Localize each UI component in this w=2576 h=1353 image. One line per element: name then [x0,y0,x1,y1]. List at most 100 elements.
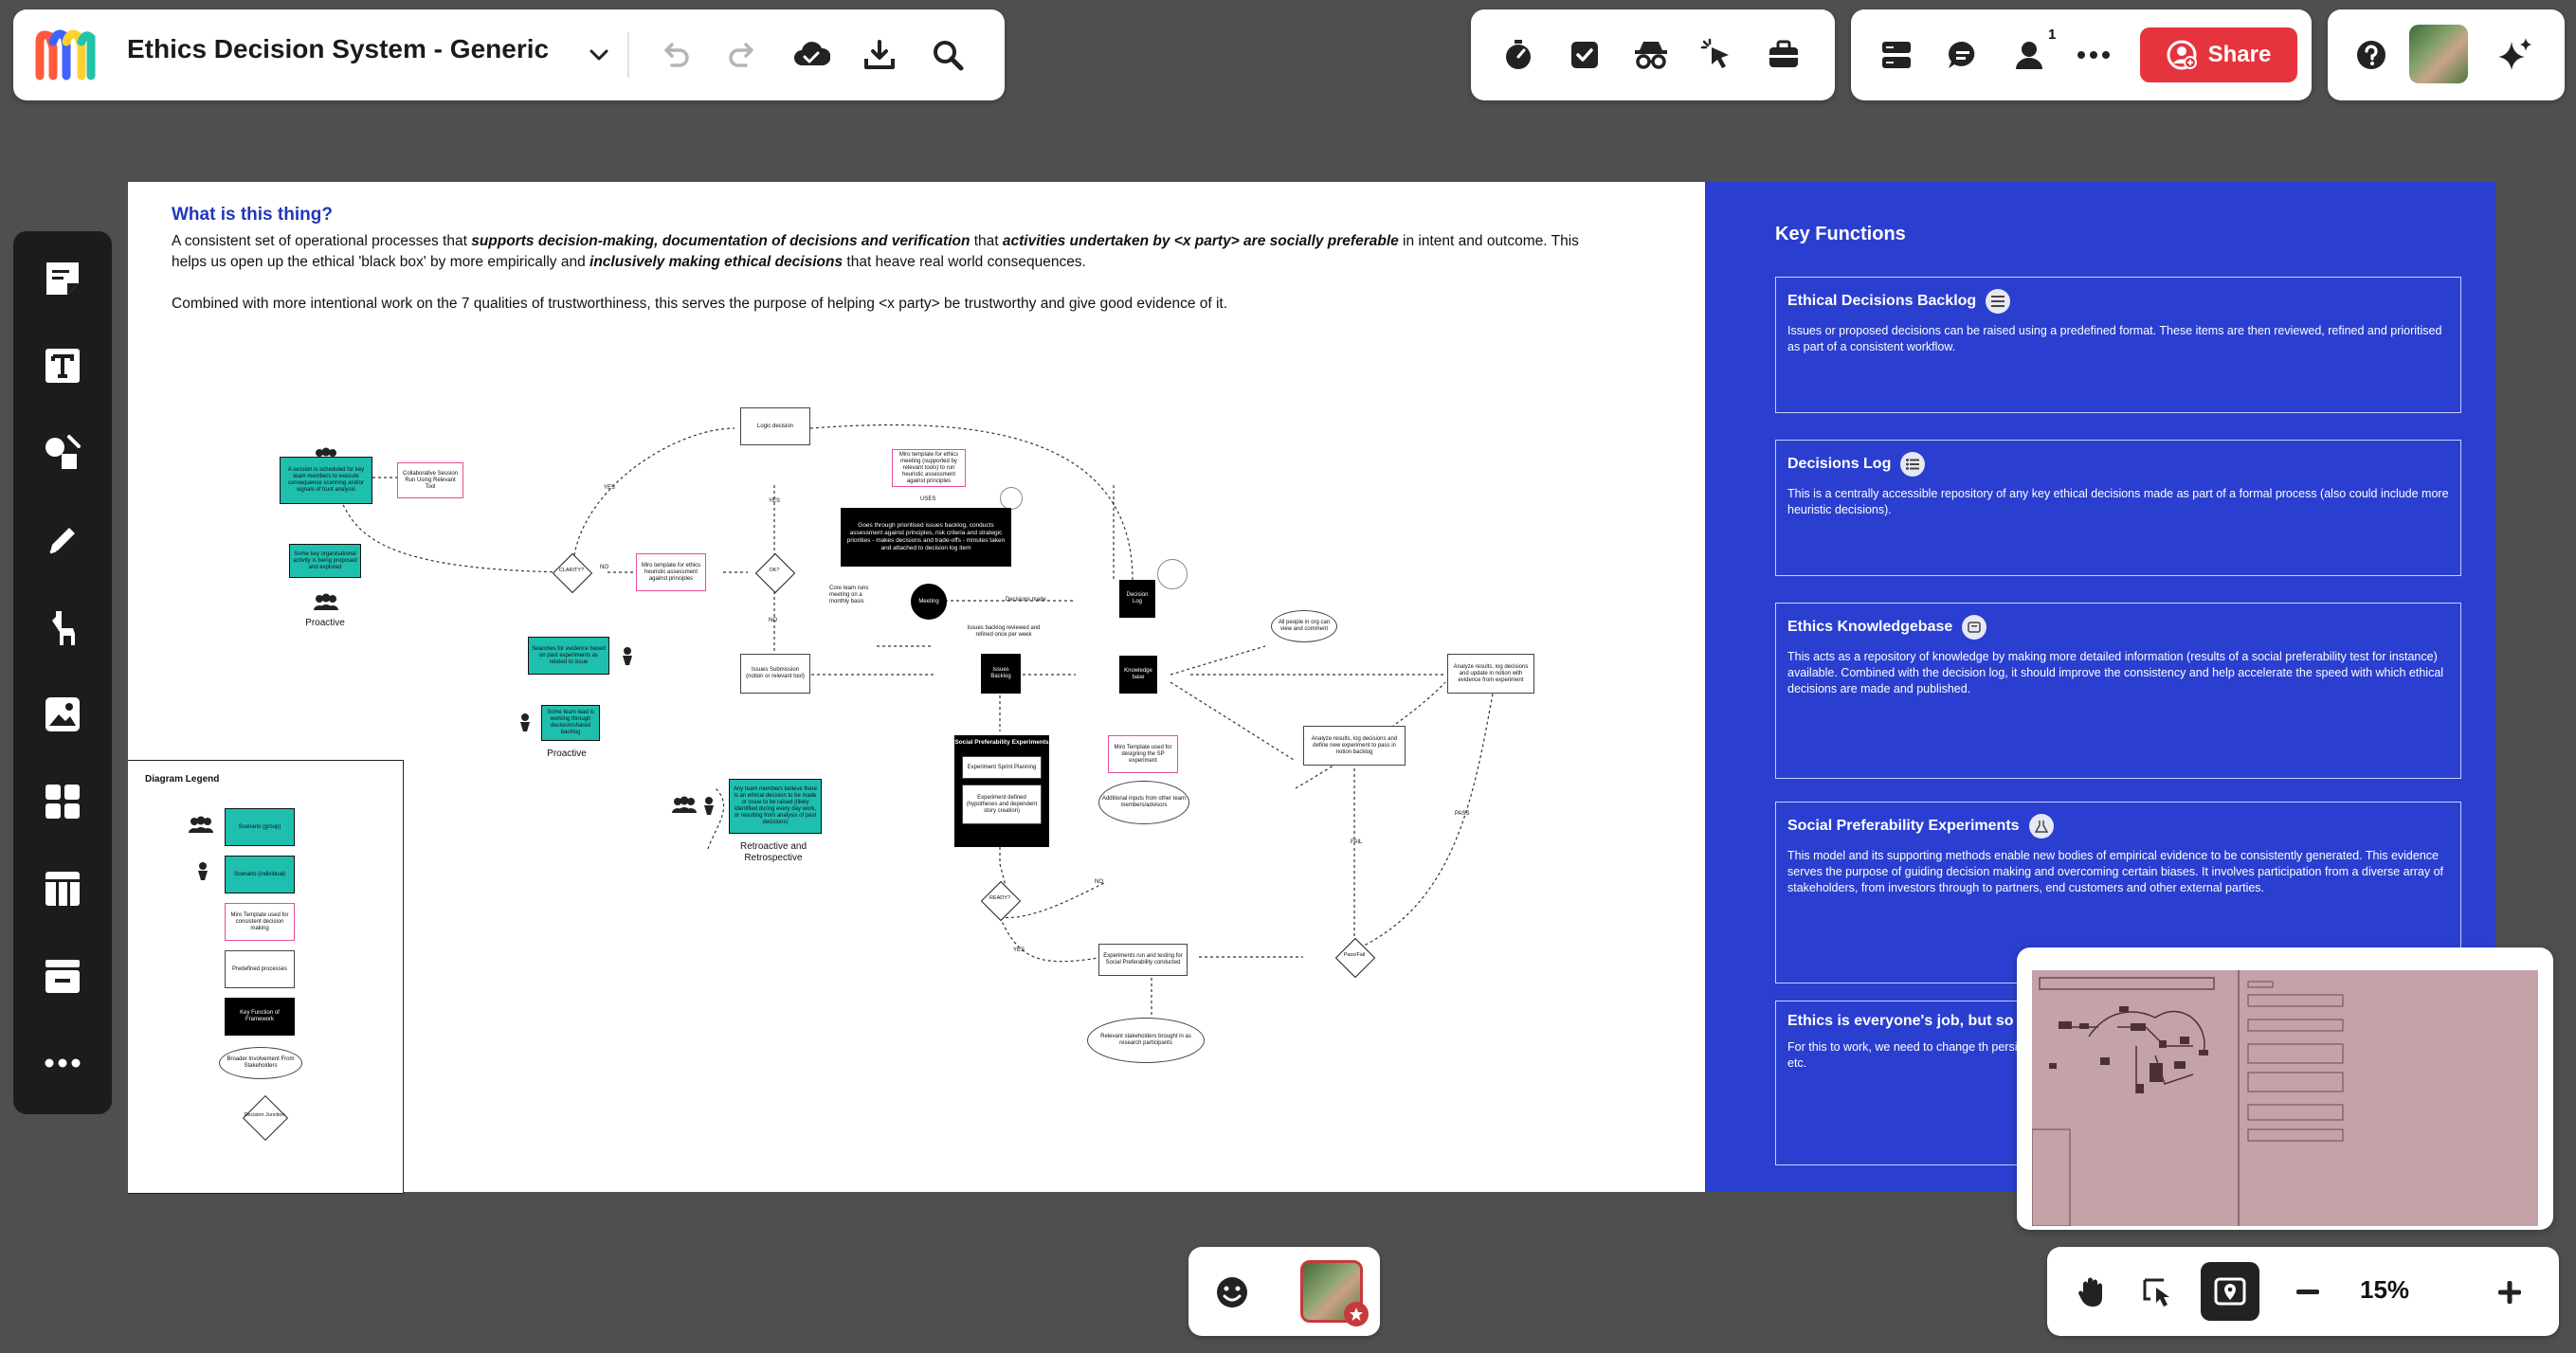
board-header: Ethics Decision System - Generic [13,9,1005,100]
node-proposed-activity[interactable]: Some key organisational activity is bein… [289,544,361,578]
legend-scenario-individual: Scenario (individual) [225,856,295,893]
label-pass: PASS [1455,811,1470,817]
share-panel: 1 Share [1851,9,2312,100]
timer-icon[interactable] [1494,30,1543,80]
node-all-people[interactable]: All people in org can view and comment [1271,610,1337,642]
label-retroactive: Retroactive and Retrospective [739,841,807,863]
node-search-evidence[interactable]: Searches for evidence based on past expe… [528,637,609,675]
label-yes: YES [604,485,616,491]
user-avatar[interactable] [2409,25,2468,83]
legend-broader-involvement: Broader Involvement From Stakeholders [219,1047,302,1079]
cursor-click-icon[interactable] [1693,30,1742,80]
node-experiments-run[interactable]: Experiments run and testing for Social P… [1098,944,1188,976]
zoom-level[interactable]: 15% [2360,1275,2410,1304]
voting-checkbox-icon[interactable] [1560,30,1609,80]
reactions-panel [1188,1247,1380,1336]
share-user-plus-icon [2167,40,2197,70]
redo-icon[interactable] [718,30,768,80]
board-frame[interactable]: What is this thing? A consistent set of … [128,182,1705,1194]
decision-ready[interactable]: READY? [980,880,1022,922]
touch-select-icon[interactable] [2134,1268,2184,1317]
minimap-viewport[interactable] [2031,970,2538,1227]
people-icon-decisionlog [1157,559,1188,589]
decision-ok[interactable]: OK? [754,552,796,594]
node-spe-group[interactable]: Social Preferability Experiments Experim… [954,735,1049,847]
node-meeting[interactable]: Meeting [911,584,947,620]
table-tool-icon[interactable] [38,864,87,913]
map-icon [2214,1277,2246,1306]
kf-ethics-knowledgebase[interactable]: Ethics Knowledgebase This acts as a repo… [1775,603,2461,779]
node-exp-defined[interactable]: Experiment defined (hypotheses and depen… [962,785,1042,824]
node-team-members-believe[interactable]: Any team members believe there is an eth… [729,779,822,834]
board-title[interactable]: Ethics Decision System - Generic [127,34,550,63]
search-icon[interactable] [923,30,972,80]
node-issues-backlog[interactable]: Issues Backlog [981,654,1021,694]
label-uses: USES [920,496,936,502]
legend-miro-template: Miro Template used for consistent decisi… [225,903,295,941]
cloud-saved-icon[interactable] [787,30,836,80]
upload-image-icon[interactable] [38,690,87,739]
kf-ethical-decisions-backlog[interactable]: Ethical Decisions Backlog Issues or prop… [1775,277,2461,413]
legend-title: Diagram Legend [145,774,220,785]
node-miro-heuristic[interactable]: Miro template for ethics heuristic asses… [636,553,706,591]
group-people-icon-3 [670,796,698,820]
node-team-lead-backlog[interactable]: Some team lead is working through decisi… [541,705,600,741]
comments-chat-icon[interactable] [1938,30,1987,80]
label-no: NO [600,565,608,570]
person-icon-3 [702,796,716,821]
templates-card-icon[interactable] [38,951,87,1001]
collaborator-count-badge: 1 [2048,27,2057,43]
node-exp-sprint[interactable]: Experiment Sprint Planning [962,756,1042,779]
help-question-icon[interactable] [2347,30,2396,80]
share-button[interactable]: Share [2140,27,2297,82]
node-session-scheduled[interactable]: A session is scheduled for key team memb… [280,457,372,504]
kf-decisions-log[interactable]: Decisions Log This is a centrally access… [1775,440,2461,576]
node-relevant-stakeholders[interactable]: Relevant stakeholders brought in as rese… [1087,1018,1205,1063]
node-logic-decision[interactable]: Logic decision [740,407,810,445]
node-prioritised-backlog[interactable]: Goes through prioritised issues backlog,… [841,508,1011,567]
node-miro-sp[interactable]: Miro Template used for designing the SP … [1108,735,1178,773]
frame-grid-icon[interactable] [38,777,87,826]
undo-icon[interactable] [650,30,699,80]
collaborators-user-icon[interactable] [2005,30,2054,80]
llama-icon[interactable] [38,603,87,652]
backlog-icon [1986,289,2011,314]
map-view-button[interactable] [2201,1262,2259,1321]
zoom-out-icon[interactable] [2284,1268,2333,1317]
sticky-note-icon[interactable] [38,254,87,303]
label-no-3: NO [1095,879,1103,885]
node-knowledge-base[interactable]: Knowledge base [1119,656,1157,694]
private-mode-spy-icon[interactable] [1626,30,1676,80]
toolkit-briefcase-icon[interactable] [1759,30,1808,80]
export-download-icon[interactable] [855,30,904,80]
legend-person-icon [196,861,209,887]
node-miro-ethics-meeting[interactable]: Miro template for ethics meeting (suppor… [892,449,966,487]
more-options-icon[interactable] [2069,30,2118,80]
node-analyze-results-2[interactable]: Analyze results, log decisions and defin… [1303,726,1406,766]
node-analyze-results-1[interactable]: Analyze results, log decisions and updat… [1447,654,1534,694]
node-issues-submission[interactable]: Issues Submission (notion or relevant to… [740,654,810,694]
board-list-icon[interactable] [1872,30,1921,80]
zoom-controls: 15% [2047,1247,2559,1336]
divider [627,32,629,78]
text-tool-icon[interactable] [38,341,87,390]
node-additional-inputs[interactable]: Additional inputs from other team member… [1098,781,1189,824]
hand-pan-icon[interactable] [2068,1268,2117,1317]
node-collaborative-session[interactable]: Collaborative Session Run Using Relevant… [397,462,463,498]
label-core-team: Core team runs meeting on a monthly basi… [829,586,869,604]
label-decisions-made: Decisions made [1006,597,1046,603]
pen-tool-icon[interactable] [38,515,87,565]
experiment-icon [2028,814,2054,839]
decision-pass-fail[interactable]: Pass/Fail [1334,937,1376,979]
more-tools-icon[interactable] [38,1038,87,1088]
miro-logo[interactable] [32,25,97,83]
shapes-tool-icon[interactable] [38,428,87,478]
board-menu-chevron-down-icon[interactable] [574,30,624,80]
kf-social-preferability[interactable]: Social Preferability Experiments This mo… [1775,802,2461,983]
zoom-in-icon[interactable] [2485,1268,2534,1317]
emoji-reaction-icon[interactable] [1207,1268,1257,1317]
ai-sparkle-icon[interactable] [2491,30,2540,80]
node-decision-log[interactable]: Decision Log [1119,580,1155,618]
decision-clarity[interactable]: CLARITY? [552,552,593,594]
minimap[interactable] [2017,947,2553,1230]
